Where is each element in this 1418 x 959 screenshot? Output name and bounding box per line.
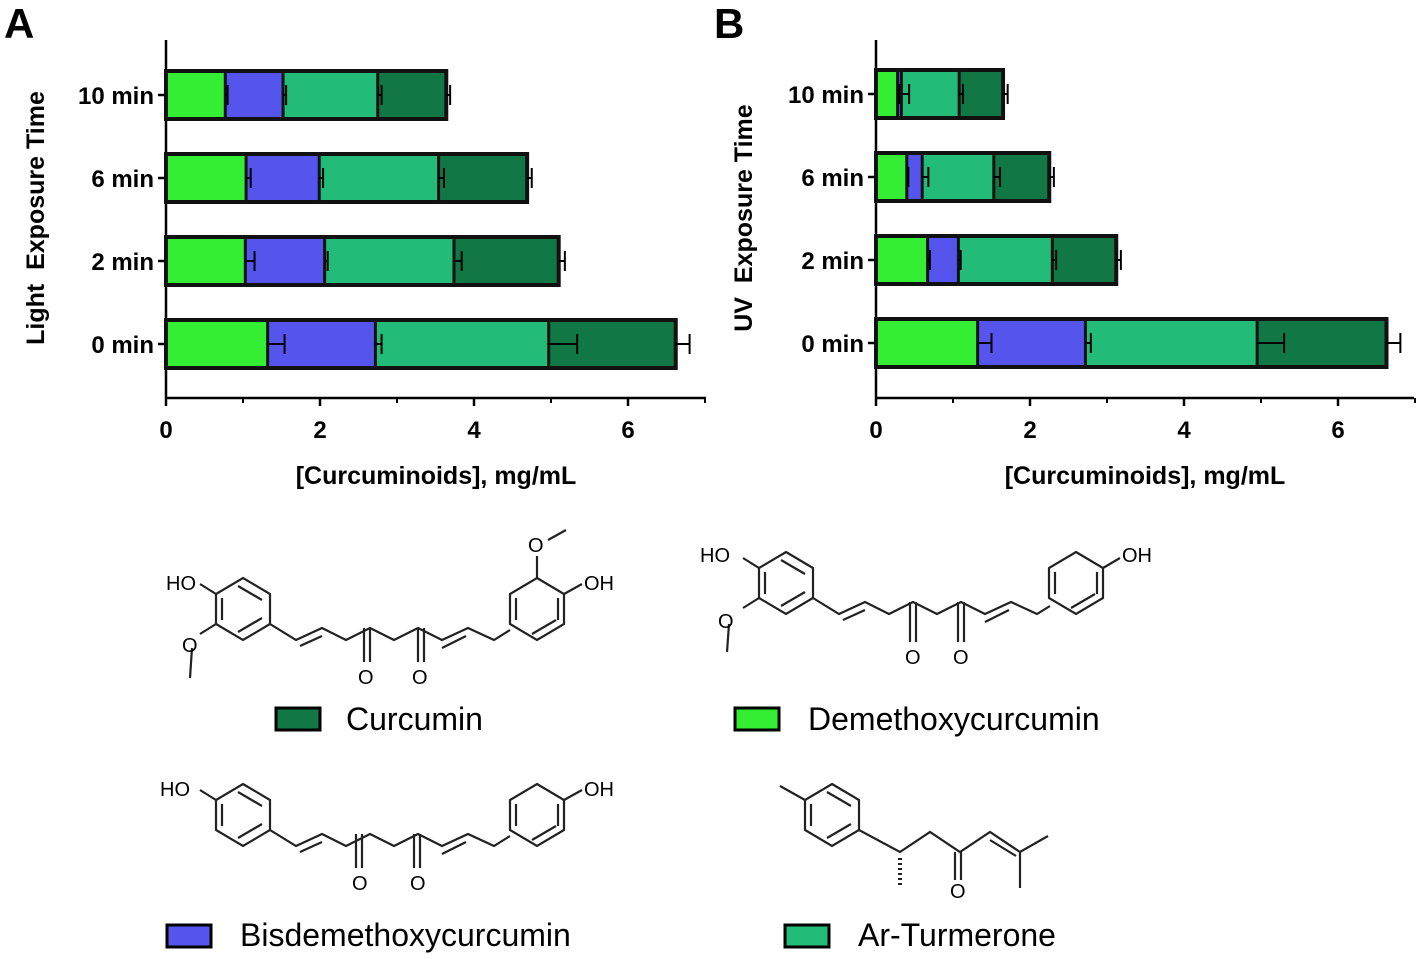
chart-a-bar-ar_turmerone — [283, 71, 378, 119]
curcumin-o-label-1: O — [358, 667, 374, 689]
chart-a-x-tick-label: 2 — [313, 417, 326, 444]
chart-a-bar-demethoxycurcumin — [166, 320, 268, 368]
legend-label-bisdemethoxycurcumin: Bisdemethoxycurcumin — [240, 917, 571, 953]
panel-a-letter: A — [4, 0, 34, 47]
chart-a-ylabel: Light Exposure Time — [22, 91, 50, 345]
chart-b-bar-bisdemethoxycurcumin — [977, 319, 1086, 367]
legend: Curcumin Demethoxycurcumin Bisdemethoxyc… — [165, 701, 1100, 953]
bisdemethoxycurcumin-oh-label: OH — [584, 779, 614, 801]
bisdemethoxycurcumin-o-label-1: O — [352, 873, 368, 895]
curcumin-methoxy-o-label-2: O — [528, 535, 544, 557]
curcumin-structure — [188, 529, 583, 679]
chart-a-bar-bisdemethoxycurcumin — [225, 71, 284, 119]
demethoxycurcumin-methoxy-o-label: O — [718, 611, 734, 633]
chart-b-y-tick-label: 2 min — [801, 248, 864, 275]
chart-b-bar-ar_turmerone — [958, 236, 1053, 284]
chart-a-y-tick-label: 10 min — [78, 83, 154, 110]
chart-b-x-tick-label: 4 — [1177, 417, 1191, 444]
demethoxycurcumin-o-label-1: O — [905, 647, 921, 669]
legend-label-ar-turmerone: Ar-Turmerone — [858, 917, 1056, 953]
legend-label-curcumin: Curcumin — [346, 701, 483, 737]
chart-b-xlabel: [Curcuminoids], mg/mL — [1005, 462, 1286, 490]
chart-a-bar-ar_turmerone — [375, 320, 549, 368]
legend-swatch-demethoxycurcumin — [733, 706, 781, 732]
chart-a-bar-curcumin — [453, 237, 559, 285]
chart-a-bar-ar_turmerone — [319, 154, 439, 202]
curcumin-oh-label: OH — [584, 573, 614, 595]
chart-a-y-tick-label: 2 min — [91, 249, 154, 276]
bisdemethoxycurcumin-ho-label: HO — [160, 779, 190, 801]
chart-b-bar-curcumin — [993, 153, 1050, 201]
chart-b-bar-demethoxycurcumin — [876, 153, 907, 201]
chart-a-bar-bisdemethoxycurcumin — [267, 320, 376, 368]
chart-a-bar-ar_turmerone — [324, 237, 454, 285]
chart-a-bar-demethoxycurcumin — [166, 71, 226, 119]
demethoxycurcumin-structure — [725, 550, 1121, 653]
chart-b-y-tick-label: 10 min — [788, 82, 864, 109]
legend-swatch-bisdemethoxycurcumin — [165, 923, 213, 949]
chart-b-bar-bisdemethoxycurcumin — [927, 236, 959, 284]
bisdemethoxycurcumin-o-label-2: O — [410, 873, 426, 895]
chart-b-ylabel: UV Exposure Time — [730, 104, 758, 331]
chart-a-y-tick-label: 6 min — [91, 166, 154, 193]
demethoxycurcumin-ho-label: HO — [700, 545, 730, 567]
bisdemethoxycurcumin-structure — [199, 782, 583, 868]
chart-a-bar-bisdemethoxycurcumin — [246, 154, 320, 202]
curcumin-methoxy-o-label: O — [182, 635, 198, 657]
chart-a-x-tick-label: 4 — [467, 417, 481, 444]
ar-turmerone-structure — [779, 782, 1049, 888]
chart-a-y-tick-label: 0 min — [91, 332, 154, 359]
chart-b-bar-demethoxycurcumin — [876, 70, 898, 118]
chart-a-bar-curcumin — [438, 154, 528, 202]
chart-a-bar-bisdemethoxycurcumin — [245, 237, 325, 285]
chart-a-x-tick-label: 0 — [159, 417, 172, 444]
chart-b: 0 2 4 6 0 min 2 min 6 min 10 min — [788, 40, 1416, 444]
curcumin-o-label-2: O — [412, 667, 428, 689]
chart-a-bar-demethoxycurcumin — [166, 154, 247, 202]
legend-swatch-ar-turmerone — [783, 923, 831, 949]
chart-b-bar-ar_turmerone — [922, 153, 994, 201]
chart-a-x-tick-label: 6 — [621, 417, 634, 444]
chart-b-y-tick-label: 6 min — [801, 165, 864, 192]
chart-a-bar-demethoxycurcumin — [166, 237, 246, 285]
chart-b-bar-bisdemethoxycurcumin — [906, 153, 923, 201]
demethoxycurcumin-oh-label: OH — [1122, 545, 1152, 567]
legend-label-demethoxycurcumin: Demethoxycurcumin — [808, 701, 1100, 737]
chart-a-bar-curcumin — [377, 71, 447, 119]
chart-a-xlabel: [Curcuminoids], mg/mL — [296, 462, 577, 490]
ar-turmerone-o-label: O — [950, 881, 966, 903]
chart-b-bar-demethoxycurcumin — [876, 319, 978, 367]
chart-b-x-tick-label: 6 — [1331, 417, 1344, 444]
panel-b-letter: B — [714, 0, 744, 47]
chart-a: 0 2 4 6 0 min 2 min 6 min 10 min — [78, 40, 706, 444]
chart-b-bar-demethoxycurcumin — [876, 236, 928, 284]
chart-b-bar-curcumin — [959, 70, 1004, 118]
chart-b-x-tick-label: 2 — [1023, 417, 1036, 444]
legend-swatch-curcumin — [274, 706, 322, 732]
chart-b-bar-ar_turmerone — [901, 70, 960, 118]
chart-b-x-tick-label: 0 — [869, 417, 882, 444]
demethoxycurcumin-o-label-2: O — [953, 647, 969, 669]
chart-b-y-tick-label: 0 min — [801, 331, 864, 358]
chart-b-bar-ar_turmerone — [1085, 319, 1258, 367]
curcumin-ho-label: HO — [166, 573, 196, 595]
chart-b-bar-curcumin — [1052, 236, 1117, 284]
